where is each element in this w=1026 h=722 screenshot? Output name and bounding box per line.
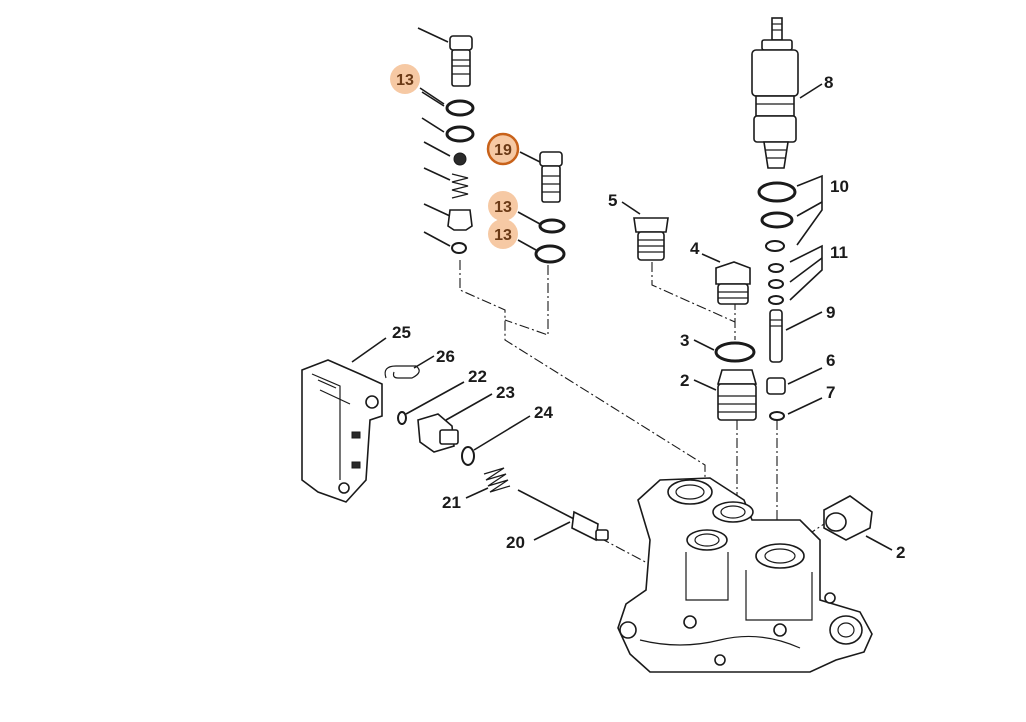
callout-19-badge [486,132,520,166]
guide-line-left-stack [459,260,706,520]
callout-13-upper-leader [419,87,445,105]
callout-19-text: 19 [494,142,512,159]
callout-11[interactable]: 11 [830,243,848,262]
callout-labels: 13 19 13 13 8 10 11 9 6 7 5 4 3 2 2 25 2… [390,64,905,562]
callout-23[interactable]: 23 [496,383,515,402]
callout-13-lower[interactable]: 13 [488,219,518,249]
pump-manifold-body [617,477,873,673]
left-valve-stack [417,27,475,254]
callout-13-middle[interactable]: 13 [488,191,518,221]
callout-7[interactable]: 7 [826,383,835,402]
callout-2-valve[interactable]: 2 [680,371,689,390]
left-side-parts [301,337,609,542]
callout-13-middle-text: 13 [494,199,512,216]
callout-8[interactable]: 8 [824,73,833,92]
callout-22[interactable]: 22 [468,367,487,386]
callout-4[interactable]: 4 [690,239,700,258]
callout-9[interactable]: 9 [826,303,835,322]
cartridge-19-group [517,151,566,264]
callout-19[interactable]: 19 [486,132,520,166]
callout-24[interactable]: 24 [534,403,553,422]
callout-13-upper-badge [390,64,420,94]
callout-13-lower-text: 13 [494,227,512,244]
callout-13-lower-badge [488,219,518,249]
callout-10[interactable]: 10 [830,177,849,196]
callout-5[interactable]: 5 [608,191,617,210]
callout-25[interactable]: 25 [392,323,411,342]
callout-21[interactable]: 21 [442,493,461,512]
center-plugs [621,201,893,551]
guide-line-cartridge-19 [504,265,549,336]
callout-26[interactable]: 26 [436,347,455,366]
callout-13-middle-badge [488,191,518,221]
callout-20[interactable]: 20 [506,533,525,552]
callout-6[interactable]: 6 [826,351,835,370]
callout-2-side[interactable]: 2 [896,543,905,562]
guide-line-plug-5 [651,262,736,323]
callout-13-upper[interactable]: 13 [390,64,445,105]
right-valve-stack [751,17,823,421]
callout-3[interactable]: 3 [680,331,689,350]
callout-13-upper-text: 13 [396,72,414,89]
